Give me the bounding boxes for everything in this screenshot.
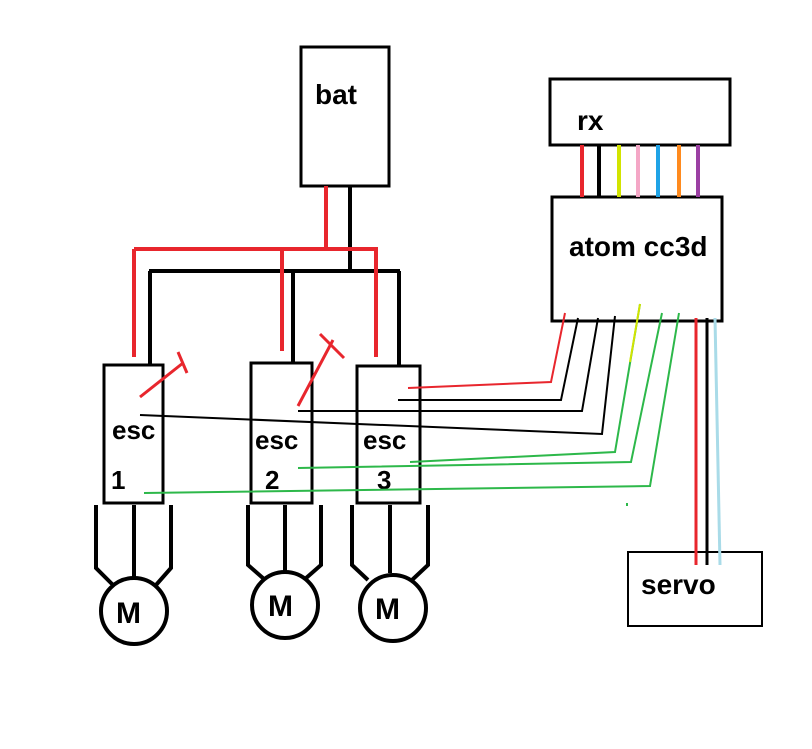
motor-1-circle	[99, 576, 169, 646]
battery-box	[299, 45, 391, 188]
esc-2-number: 2	[265, 465, 279, 495]
motor-2: M	[246, 505, 323, 640]
esc-2-box	[249, 361, 314, 505]
motor-3: M	[350, 505, 430, 643]
flight-controller-label: atom cc3d	[569, 231, 708, 262]
receiver-label: rx	[577, 105, 604, 136]
esc-3-ground-wire	[398, 317, 579, 401]
esc-1-label: esc	[112, 415, 155, 445]
battery-positive-bus	[132, 186, 378, 357]
esc-1-box	[102, 363, 165, 505]
rx-to-fc-wires	[580, 145, 700, 197]
motor-3-circle	[358, 573, 428, 643]
esc-1-signal-wire	[143, 312, 680, 494]
esc-1-number: 1	[111, 465, 125, 495]
esc-2-arrow-mark	[296, 332, 346, 407]
battery-label: bat	[315, 79, 357, 110]
servo-label: servo	[641, 569, 716, 600]
motor-2-circle	[250, 570, 320, 640]
motor-1-label: M	[116, 597, 141, 630]
esc-2-label: esc	[255, 425, 298, 455]
battery-ground-bus	[148, 186, 401, 366]
motor-3-label: M	[375, 593, 400, 626]
esc-3-label: esc	[363, 425, 406, 455]
esc-3-number: 3	[377, 465, 391, 495]
esc-3-box	[355, 364, 422, 505]
motor-2-label: M	[268, 590, 293, 623]
esc-3-signal-yellow-tip	[629, 303, 641, 363]
fc-to-esc-wires	[139, 303, 680, 506]
fc-to-servo-wires	[694, 317, 722, 566]
esc-2-signal-wire	[297, 312, 663, 469]
esc-1-ground-wire	[139, 315, 616, 436]
esc-1-arrow-mark	[139, 351, 189, 399]
esc-2-ground-wire	[298, 317, 599, 412]
servo-wire-lightblue	[713, 317, 722, 566]
esc-3-power-wire	[407, 312, 566, 389]
motor-1: M	[94, 505, 173, 646]
